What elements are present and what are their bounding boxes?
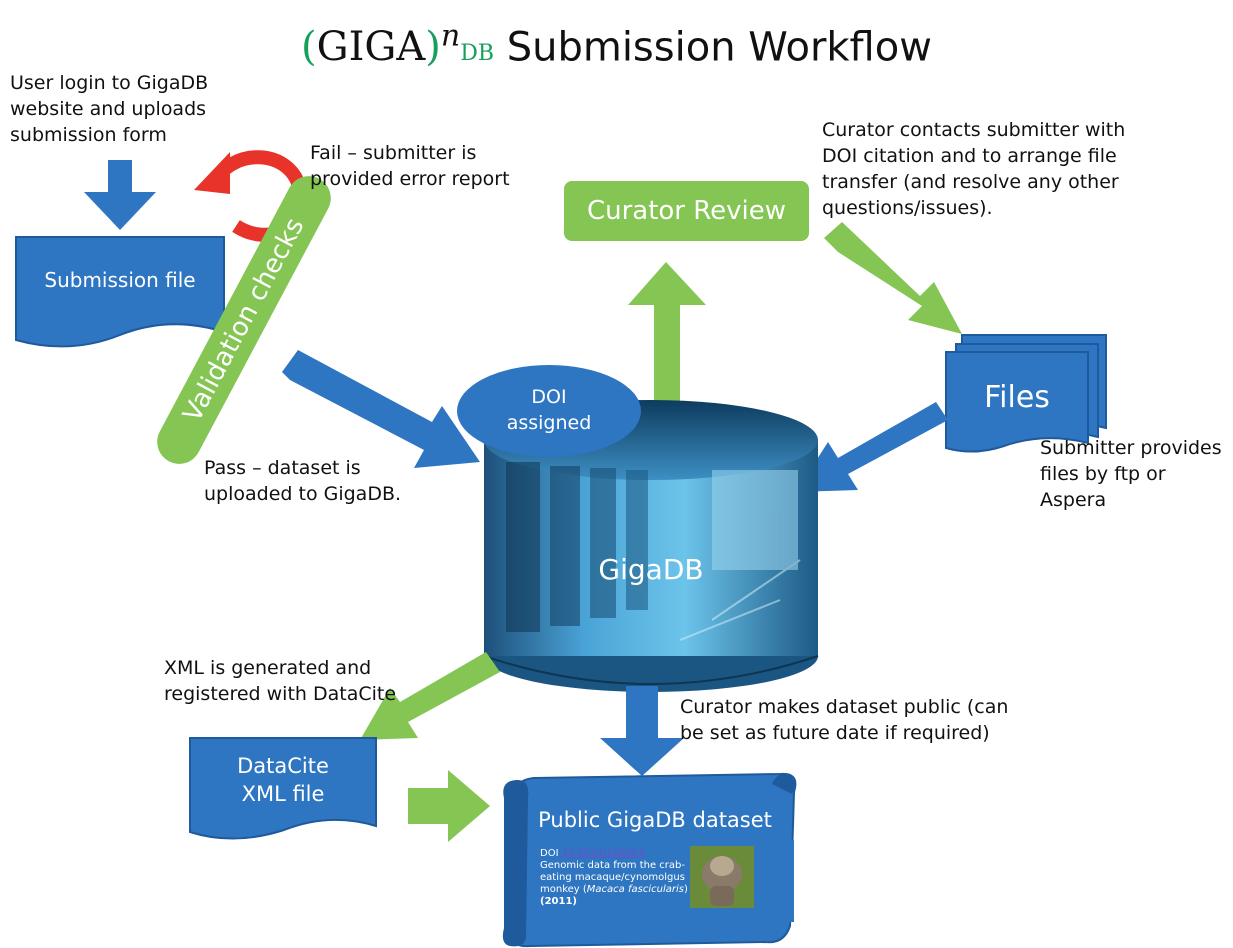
dataset-desc-line: eating macaque/cynomolgus (540, 872, 685, 883)
dataset-desc-line: Genomic data from the crab- (540, 860, 685, 871)
submission-file-label: Submission file (44, 268, 196, 292)
dataset-desc-line: monkey (Macaca fascicularis) (540, 884, 800, 896)
files-shape-front (945, 351, 1089, 453)
monkey-photo (690, 846, 754, 908)
gigadb-label: GigaDB (598, 553, 704, 586)
arrow-gigadb-to-datacite (360, 652, 500, 740)
xml-generated-line: registered with DataCite (164, 683, 397, 705)
submission-file-shape (15, 236, 225, 348)
arrow-files-to-gigadb (796, 402, 948, 492)
arrow-datacite-to-public (408, 770, 490, 842)
doi-assigned-label: DOI assigned (457, 384, 641, 436)
pass-note-line: Pass – dataset is (204, 457, 361, 479)
datacite-file-shape (189, 737, 377, 840)
fail-note-line: provided error report (310, 168, 510, 190)
doi-assigned-badge (457, 365, 641, 457)
giga-logo: (GIGA)nDB (301, 19, 494, 71)
arrow-down-public (600, 686, 684, 776)
submitter-provides-text: Submitter provides files by ftp or Asper… (1040, 435, 1233, 513)
dataset-doi-line: DOI 10.5524/100003 (540, 848, 800, 860)
doi-assigned-line: DOI (531, 386, 567, 408)
fail-arrowhead (194, 152, 230, 194)
curator-review-box (564, 181, 809, 241)
page-title: (GIGA)nDB Submission Workflow (0, 12, 1233, 79)
fail-note-line: Fail – submitter is (310, 142, 477, 164)
doi-link[interactable]: 10.5524/100003 (561, 848, 645, 859)
public-dataset-label: Public GigaDB dataset (538, 808, 772, 832)
curator-contacts-line: transfer (and resolve any other (822, 171, 1119, 193)
doi-prefix: DOI (540, 848, 562, 859)
pass-note-line: uploaded to GigaDB. (204, 483, 402, 505)
files-label: Files (984, 380, 1050, 415)
validation-checks-bar (157, 176, 331, 464)
curator-contacts-text: Curator contacts submitter with DOI cita… (822, 117, 1125, 221)
xml-generated-line: XML is generated and (164, 657, 372, 679)
user-login-line: submission form (10, 124, 167, 146)
user-login-text: User login to GigaDB website and uploads… (10, 70, 208, 148)
user-login-line: User login to GigaDB (10, 72, 209, 94)
desc-pre: monkey ( (540, 884, 587, 895)
curator-public-text: Curator makes dataset public (can be set… (680, 694, 1008, 746)
dataset-year: (2011) (540, 896, 577, 907)
fail-note-text: Fail – submitter is provided error repor… (310, 140, 510, 192)
species-name: Macaca fascicularis (586, 884, 684, 895)
logo-subscript: DB (460, 41, 494, 67)
curator-public-line: be set as future date if required) (680, 722, 990, 744)
pass-note-text: Pass – dataset is uploaded to GigaDB. (204, 455, 401, 507)
gigadb-cylinder (483, 400, 819, 692)
curator-contacts-line: Curator contacts submitter with (822, 119, 1126, 141)
arrow-down-login (84, 160, 156, 230)
datacite-file-line: DataCite (237, 754, 329, 778)
submitter-provides-line: Submitter provides (1040, 437, 1222, 459)
arrow-to-gigadb-left (282, 350, 480, 468)
logo-text: GIGA (316, 24, 426, 71)
datacite-file-line: XML file (241, 782, 325, 806)
xml-generated-text: XML is generated and registered with Dat… (164, 655, 396, 707)
arrow-curator-to-files (824, 222, 962, 334)
arrow-up-curator (628, 262, 706, 420)
logo-superscript: n (440, 19, 461, 54)
desc-post: ) (683, 884, 688, 895)
user-login-line: website and uploads (10, 98, 207, 120)
curator-contacts-line: questions/issues). (822, 197, 993, 219)
title-text: Submission Workflow (506, 24, 932, 71)
public-dataset-scroll (502, 772, 797, 948)
submitter-provides-line: files by ftp or Aspera (1040, 463, 1166, 511)
curator-review-label: Curator Review (586, 196, 787, 226)
server-room-image (506, 462, 801, 641)
curator-public-line: Curator makes dataset public (can (680, 696, 1009, 718)
datacite-file-label: DataCite XML file (190, 752, 376, 808)
doi-assigned-line: assigned (506, 412, 592, 434)
dataset-card: DOI 10.5524/100003 Genomic data from the… (540, 848, 800, 908)
curator-contacts-line: DOI citation and to arrange file (822, 145, 1117, 167)
